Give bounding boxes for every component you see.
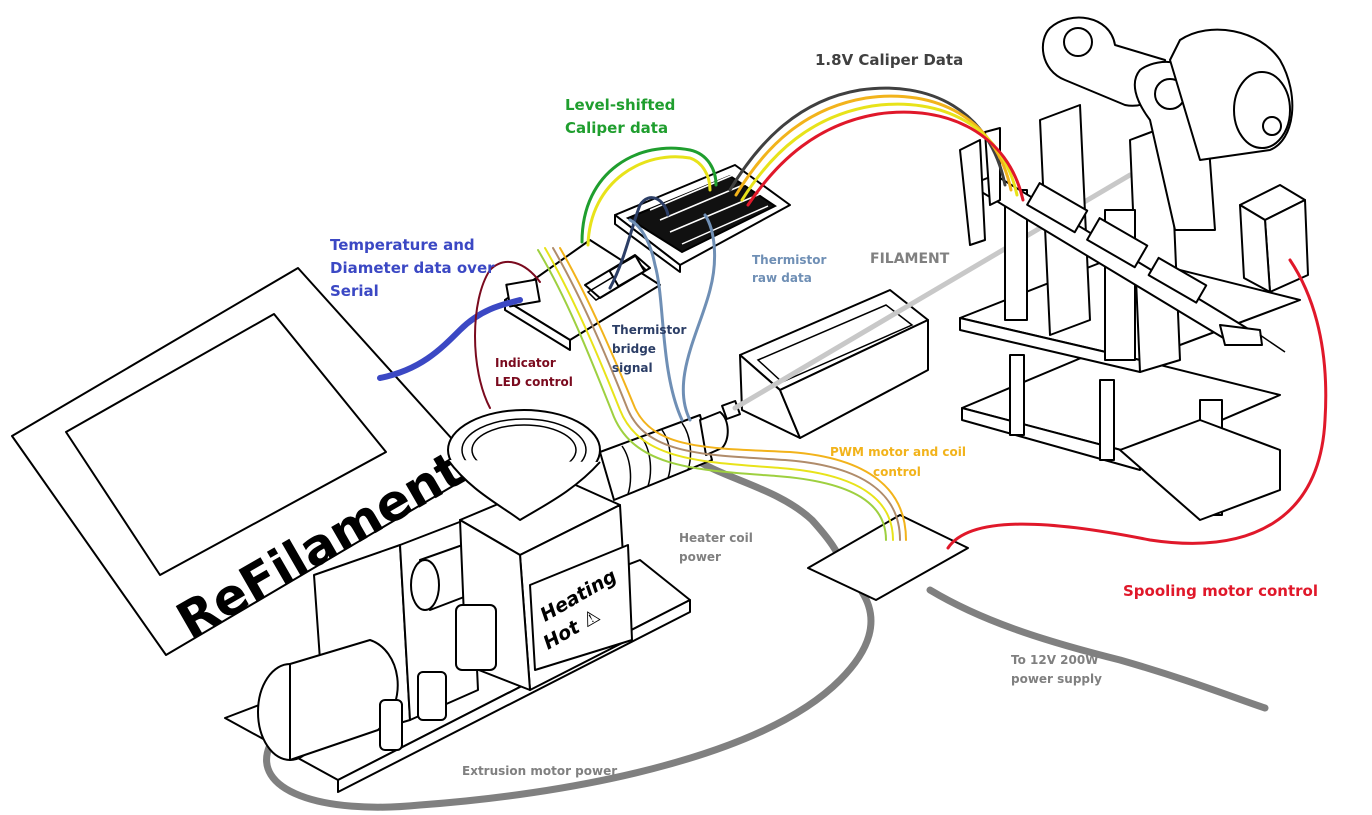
led-label-line2: LED control [495, 375, 573, 389]
psu-label-line2: power supply [1011, 672, 1102, 686]
pwm-tan-wire [552, 247, 901, 541]
power-cables [263, 458, 1269, 811]
serial-label-line1: Temperature and [330, 236, 475, 254]
led-control-wire [474, 261, 541, 409]
thermistor-bridge-label-line2: bridge [612, 342, 656, 356]
pwm-board [807, 514, 969, 601]
heater-coil-power-cable [696, 458, 846, 568]
thermistor-raw-label-line1: Thermistor [752, 253, 827, 267]
thermistor-bridge-wire [608, 196, 670, 290]
thermistor-bridge-label-line3: signal [612, 361, 653, 375]
caliper-wire-red [746, 110, 1025, 207]
level-shifted-label-line2: Caliper data [565, 119, 668, 137]
serial-cable [377, 297, 523, 381]
labels: 1.8V Caliper Data Level-shifted Caliper … [330, 51, 1318, 778]
heater-label-line1: Heater coil [679, 531, 753, 545]
heater-label-line2: power [679, 550, 721, 564]
spooling-label: Spooling motor control [1123, 582, 1318, 600]
thermistor-raw-wire-2 [628, 218, 684, 422]
spooler-frame [959, 16, 1309, 521]
psu-cable [926, 586, 1269, 712]
caliper-data-yellow-wire [586, 155, 712, 247]
signal-wires [377, 86, 1328, 550]
thermistor-raw-wire [681, 213, 716, 422]
serial-label-line3: Serial [330, 282, 379, 300]
level-shifted-label-line1: Level-shifted [565, 96, 675, 114]
cooling-trough [739, 289, 929, 439]
serial-label-line2: Diameter data over [330, 259, 495, 277]
pwm-label-line1: PWM motor and coil [830, 445, 966, 459]
thermistor-raw-label-line2: raw data [752, 271, 812, 285]
pwm-orange-wire [559, 247, 907, 541]
extruder-assembly: Heating Hot ⚠ [224, 400, 741, 793]
thermistor-bridge-label-line1: Thermistor [612, 323, 687, 337]
caliper-data-label: 1.8V Caliper Data [815, 51, 963, 69]
psu-label-line1: To 12V 200W [1011, 653, 1098, 667]
led-label-line1: Indicator [495, 356, 556, 370]
pwm-lime-wire [537, 249, 887, 541]
spooling-motor-wire [946, 258, 1328, 550]
extrusion-motor-power-cable [263, 588, 875, 811]
pwm-yellow-wire [544, 247, 894, 541]
pwm-label-line2: control [873, 465, 921, 479]
filament-label: FILAMENT [870, 251, 950, 267]
extrusion-label: Extrusion motor power [462, 764, 617, 778]
caliper-data-green-wire [580, 146, 718, 244]
